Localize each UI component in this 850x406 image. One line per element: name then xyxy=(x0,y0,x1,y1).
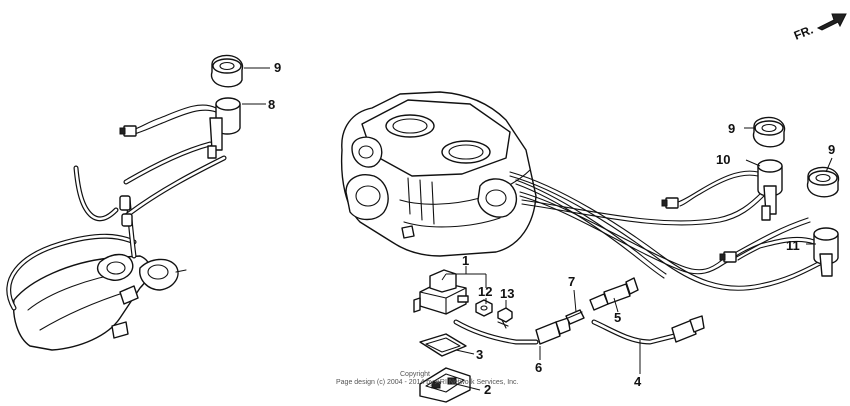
clamp-ring-right-lower xyxy=(806,166,840,198)
intake-manifold xyxy=(12,253,187,351)
copyright-line-2: Page design (c) 2004 - 2014 by ARI Netwo… xyxy=(336,379,519,386)
callout-1: 1 xyxy=(462,253,469,268)
callout-3: 3 xyxy=(476,347,483,362)
callout-11: 11 xyxy=(786,238,800,253)
solenoid-valve-10 xyxy=(661,159,783,221)
clamp-ring-right-upper xyxy=(752,116,786,148)
nut-12 xyxy=(475,299,493,317)
bolt-13 xyxy=(497,307,513,329)
callout-13: 13 xyxy=(500,286,514,301)
callout-9-right-lower: 9 xyxy=(828,142,835,157)
vacuum-hose-4 xyxy=(591,315,705,345)
vacuum-hose-6 xyxy=(453,317,571,345)
vacuum-tube-bundle xyxy=(509,171,827,291)
callout-numbers: 9 8 9 10 9 11 1 12 13 3 2 6 7 5 4 xyxy=(268,60,835,397)
callout-9-top-left: 9 xyxy=(274,60,281,75)
callout-4: 4 xyxy=(634,374,642,389)
copyright-notice: Copyright Page design (c) 2004 - 2014 by… xyxy=(336,371,519,386)
copyright-line-1: Copyright xyxy=(400,371,430,378)
front-label: FR. xyxy=(792,23,815,43)
callout-9-right-upper: 9 xyxy=(728,121,735,136)
sensor-bracket-2 xyxy=(419,367,471,403)
tube-joint-7 xyxy=(565,309,585,325)
front-direction-arrow: FR. xyxy=(792,13,847,43)
callout-7: 7 xyxy=(568,274,575,289)
arrow-icon xyxy=(816,13,847,31)
sensor-gasket-3 xyxy=(419,333,467,357)
left-vacuum-hoses xyxy=(6,141,227,311)
callout-8: 8 xyxy=(268,97,275,112)
engine-block xyxy=(340,91,537,257)
callout-10: 10 xyxy=(716,152,730,167)
callout-6: 6 xyxy=(535,360,542,375)
vacuum-hose-5 xyxy=(589,277,639,311)
map-sensor-1 xyxy=(413,269,469,315)
solenoid-valve-8 xyxy=(119,97,241,159)
callout-5: 5 xyxy=(614,310,621,325)
callout-12: 12 xyxy=(478,284,492,299)
callout-leaders xyxy=(242,67,833,391)
callout-2: 2 xyxy=(484,382,491,397)
clamp-ring-top-left xyxy=(210,54,244,88)
solenoid-valve-11 xyxy=(719,227,839,277)
